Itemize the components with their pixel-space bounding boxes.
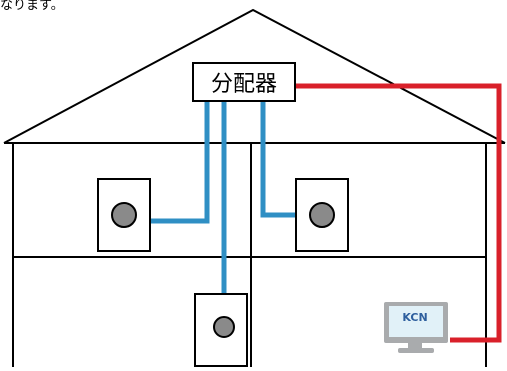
monitor-icon bbox=[384, 302, 448, 353]
jack-icon bbox=[111, 202, 137, 228]
caption-text: なります。 bbox=[0, 0, 64, 13]
roof-outline bbox=[3, 8, 506, 144]
external-line bbox=[296, 83, 502, 343]
monitor-label: KCN bbox=[402, 311, 428, 324]
jack-icon bbox=[309, 202, 335, 228]
splitter-box: 分配器 bbox=[192, 62, 296, 102]
jack-icon bbox=[213, 316, 235, 338]
cable-to-upper-left-outlet bbox=[151, 102, 210, 224]
cable-to-upper-right-outlet bbox=[260, 102, 296, 218]
outlet-upper-left bbox=[97, 178, 151, 252]
outlet-lower-center bbox=[194, 293, 248, 367]
outlet-upper-right bbox=[295, 178, 349, 252]
